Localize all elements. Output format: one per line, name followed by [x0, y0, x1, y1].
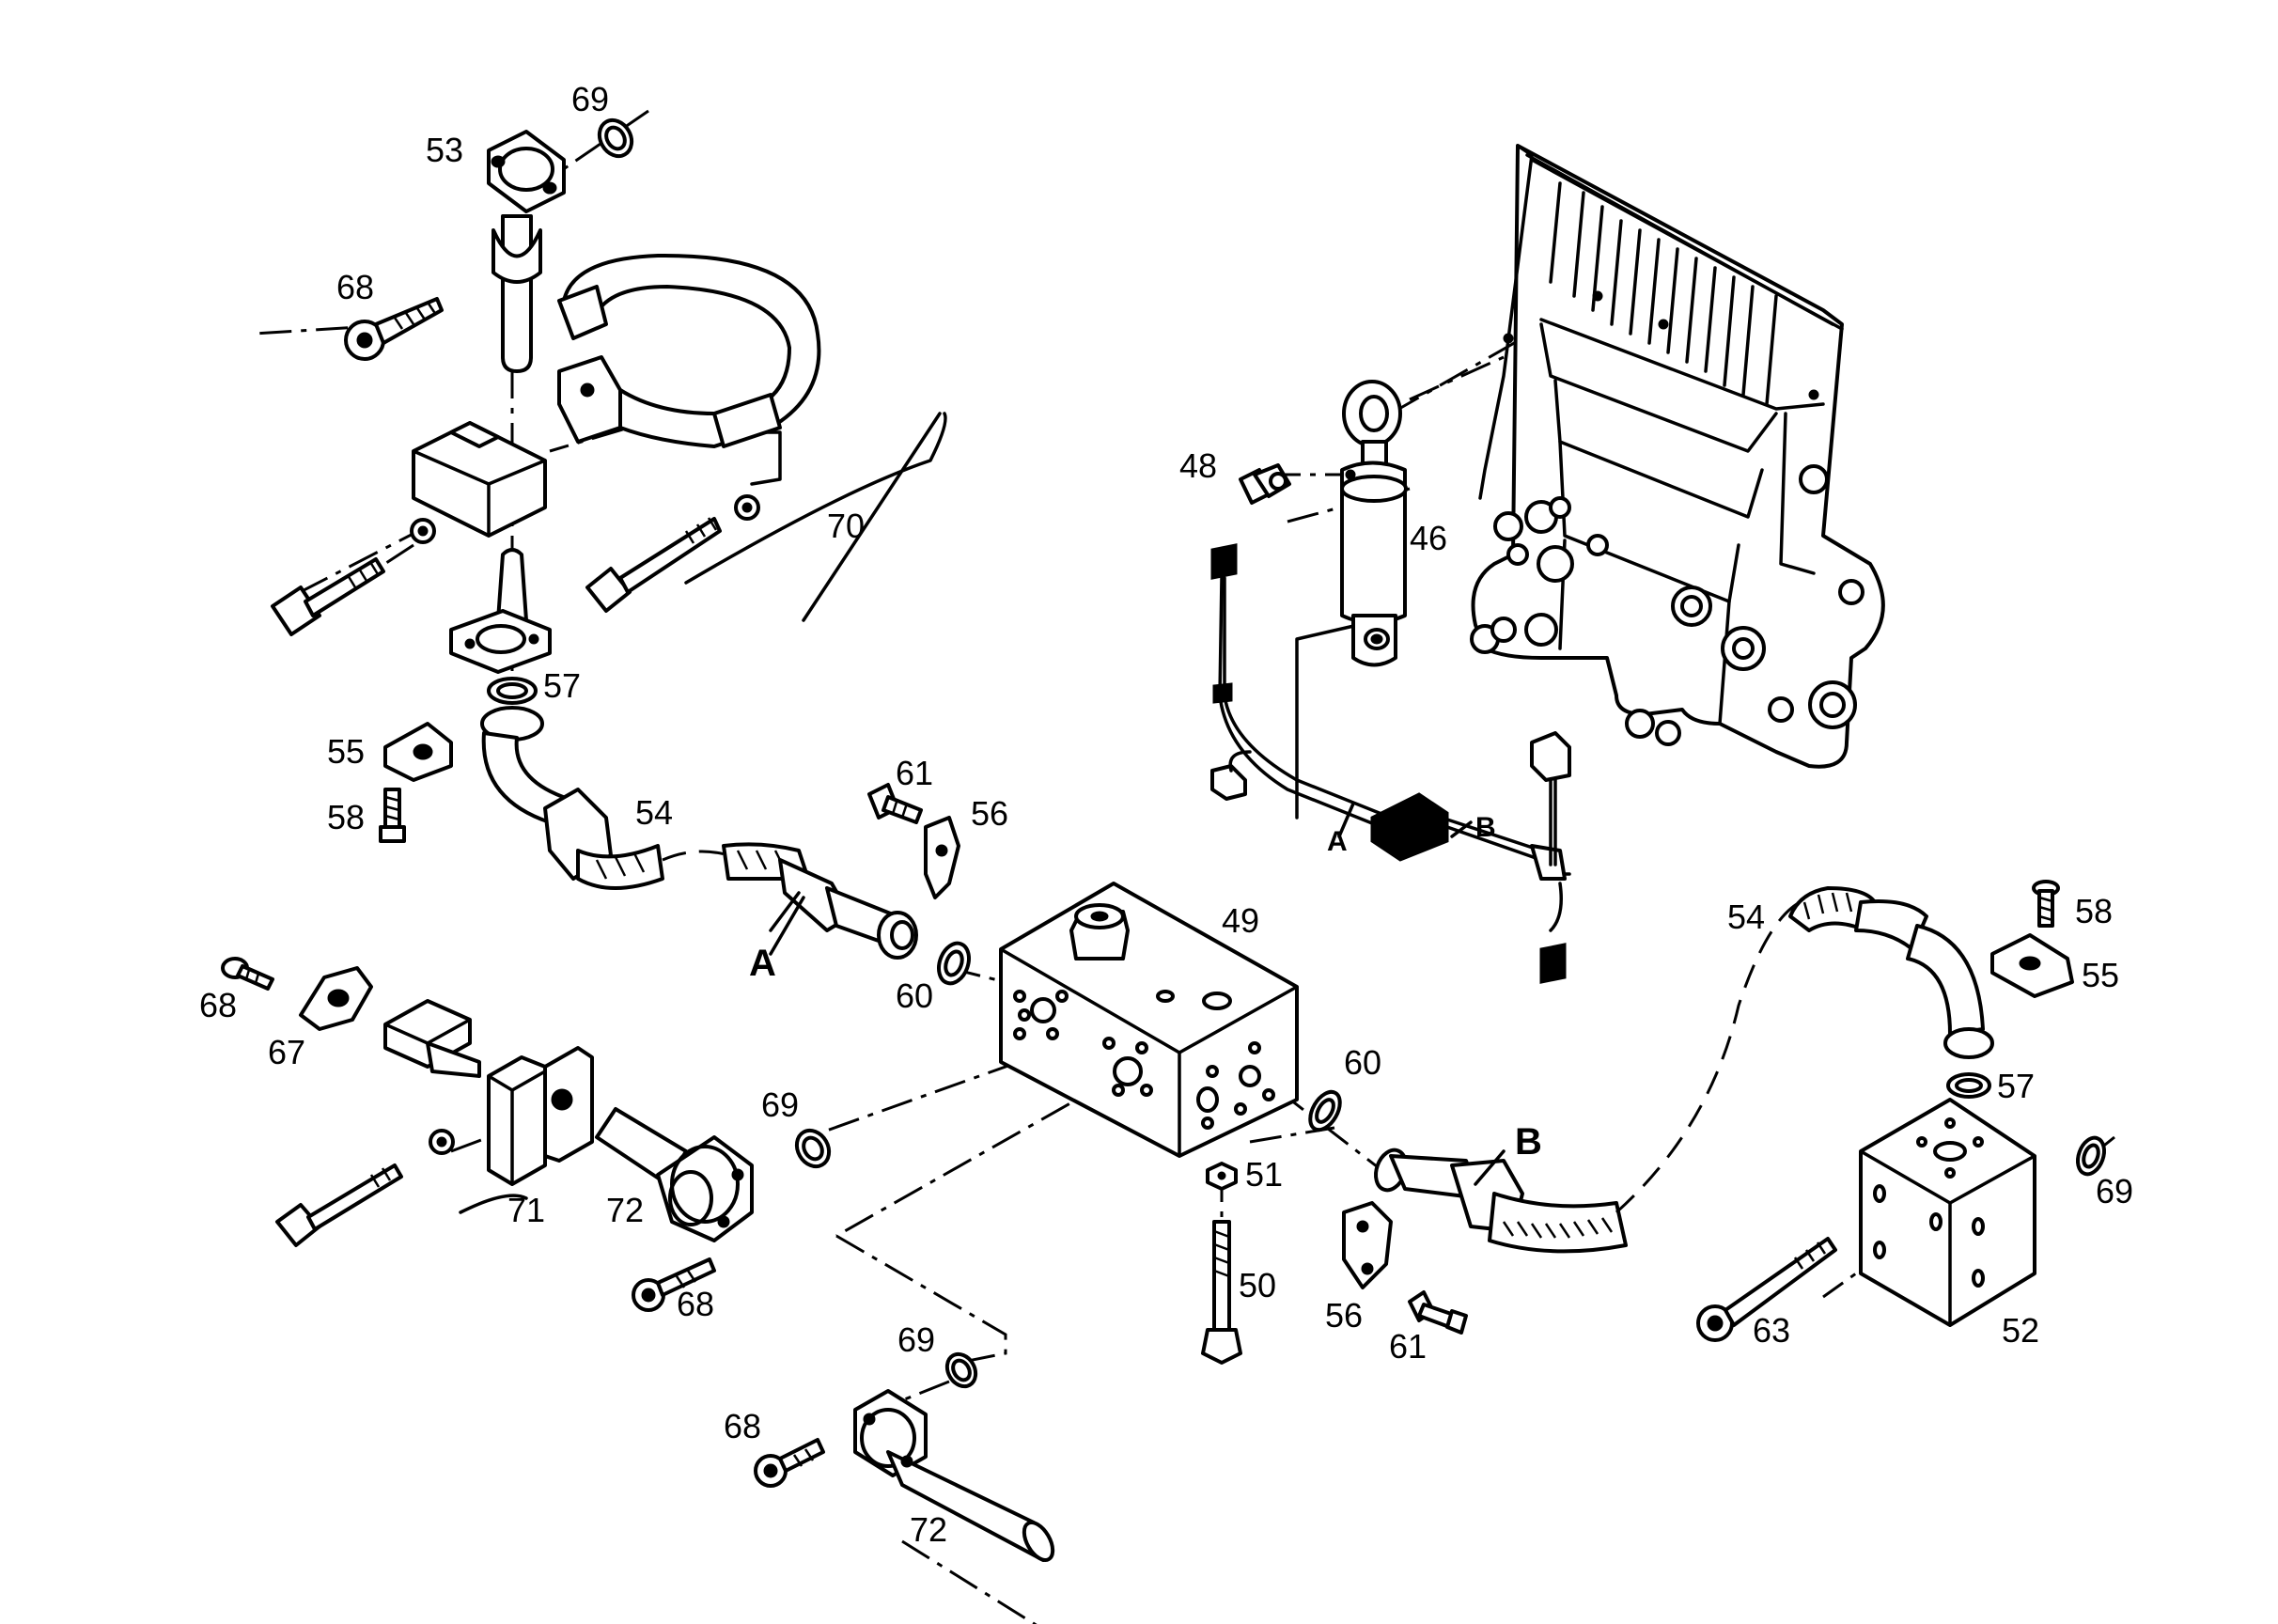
label-56-bottom: 56: [1325, 1296, 1363, 1335]
label-63: 63: [1753, 1311, 1790, 1350]
label-52: 52: [2002, 1311, 2039, 1350]
label-49: 49: [1222, 901, 1259, 940]
elbow-flange-72-mid: [595, 1107, 754, 1242]
label-57-left: 57: [543, 666, 581, 705]
elbow-flange-53: [487, 130, 566, 373]
label-57-right: 57: [1997, 1067, 2035, 1105]
flange-tube: [449, 548, 552, 674]
half-flange-67: [299, 966, 373, 1031]
label-56-top: 56: [971, 794, 1008, 833]
grease-nipple-48: [1239, 463, 1291, 505]
label-55-right: 55: [2082, 956, 2119, 994]
label-68-mid: 68: [199, 986, 237, 1024]
label-51: 51: [1245, 1155, 1283, 1194]
o-ring-69-right: [2075, 1135, 2107, 1177]
label-69-right: 69: [2096, 1172, 2133, 1210]
label-60-left: 60: [896, 976, 933, 1015]
screw-68-bottom: [754, 1438, 825, 1488]
o-ring-69-bottom: [944, 1351, 978, 1389]
screw-61-bottom: [1408, 1290, 1468, 1335]
screw-58-left: [379, 788, 406, 843]
bolt-left-lower: [275, 1129, 455, 1247]
label-69-mid: 69: [761, 1085, 799, 1124]
clamp-ring-70: [557, 253, 947, 622]
label-61-bottom: 61: [1389, 1327, 1427, 1366]
screw-68-top: [344, 297, 444, 361]
screw-68-lower: [632, 1257, 716, 1312]
elbow-flange-72-bottom: [853, 1389, 1055, 1562]
label-68-bottom: 68: [724, 1407, 761, 1445]
label-54-left: 54: [635, 793, 673, 832]
label-60-right: 60: [1344, 1043, 1381, 1082]
clamp-block-lower: [412, 421, 547, 538]
o-ring-57-right: [1946, 1072, 1991, 1099]
part-labels: 69 53 68 70 57 55 58 54 61 56 49 60 68 6…: [199, 80, 2133, 1549]
half-flange-56-bottom: [1342, 1201, 1393, 1289]
o-ring-60-left: [937, 941, 971, 986]
flange-connector-upper: [383, 999, 481, 1078]
label-69-bottom: 69: [897, 1320, 935, 1359]
bolt-50: [1201, 1220, 1242, 1365]
clamp-block-71: [459, 1046, 594, 1214]
label-69-top: 69: [571, 80, 609, 118]
o-ring-69-top: [597, 117, 634, 159]
wire-harness: [1210, 543, 1571, 984]
label-71: 71: [507, 1191, 545, 1229]
label-50: 50: [1239, 1266, 1276, 1304]
screw-68-mid: [221, 957, 274, 991]
valve-block-52: [1859, 1098, 2036, 1327]
clamp-half-55-left: [383, 722, 453, 782]
label-55-left: 55: [327, 732, 365, 771]
clamp-half-55-right: [1990, 933, 2074, 998]
label-68-lower: 68: [677, 1285, 714, 1323]
label-67: 67: [268, 1033, 305, 1071]
half-flange-56-top: [924, 816, 960, 899]
label-58-left: 58: [327, 798, 365, 836]
label-70: 70: [827, 507, 865, 545]
marker-b-harness: B: [1475, 812, 1496, 843]
marker-b-hose: B: [1515, 1121, 1542, 1163]
hose-fitting-b: [1374, 900, 1801, 1254]
marker-a-harness: A: [1327, 826, 1348, 857]
screw-61-top: [867, 783, 923, 824]
label-68-top: 68: [336, 268, 374, 306]
valve-block-49: [999, 882, 1299, 1158]
label-54-right: 54: [1727, 898, 1765, 936]
bolt-center-long: [585, 494, 760, 613]
washer-51: [1206, 1162, 1238, 1191]
hose-54-left: [480, 706, 918, 960]
screw-63: [1696, 1237, 1837, 1342]
mounting-frame: [1470, 144, 1885, 769]
o-ring-69-mid: [794, 1128, 832, 1169]
label-72-bottom: 72: [910, 1510, 947, 1549]
label-72-mid: 72: [606, 1191, 644, 1229]
o-ring-60-right: [1308, 1089, 1342, 1132]
label-61-top: 61: [896, 754, 933, 792]
cylinder-46: [1340, 380, 1408, 667]
label-48: 48: [1179, 446, 1217, 485]
screw-58-right: [2032, 880, 2060, 928]
label-53: 53: [426, 131, 463, 169]
bolt-left-long: [271, 518, 436, 636]
label-58-right: 58: [2075, 892, 2113, 930]
o-ring-57-left: [487, 677, 538, 705]
hose-54-right: [1788, 886, 1994, 1059]
label-46: 46: [1410, 519, 1447, 557]
leader-lines: [769, 802, 1506, 1186]
